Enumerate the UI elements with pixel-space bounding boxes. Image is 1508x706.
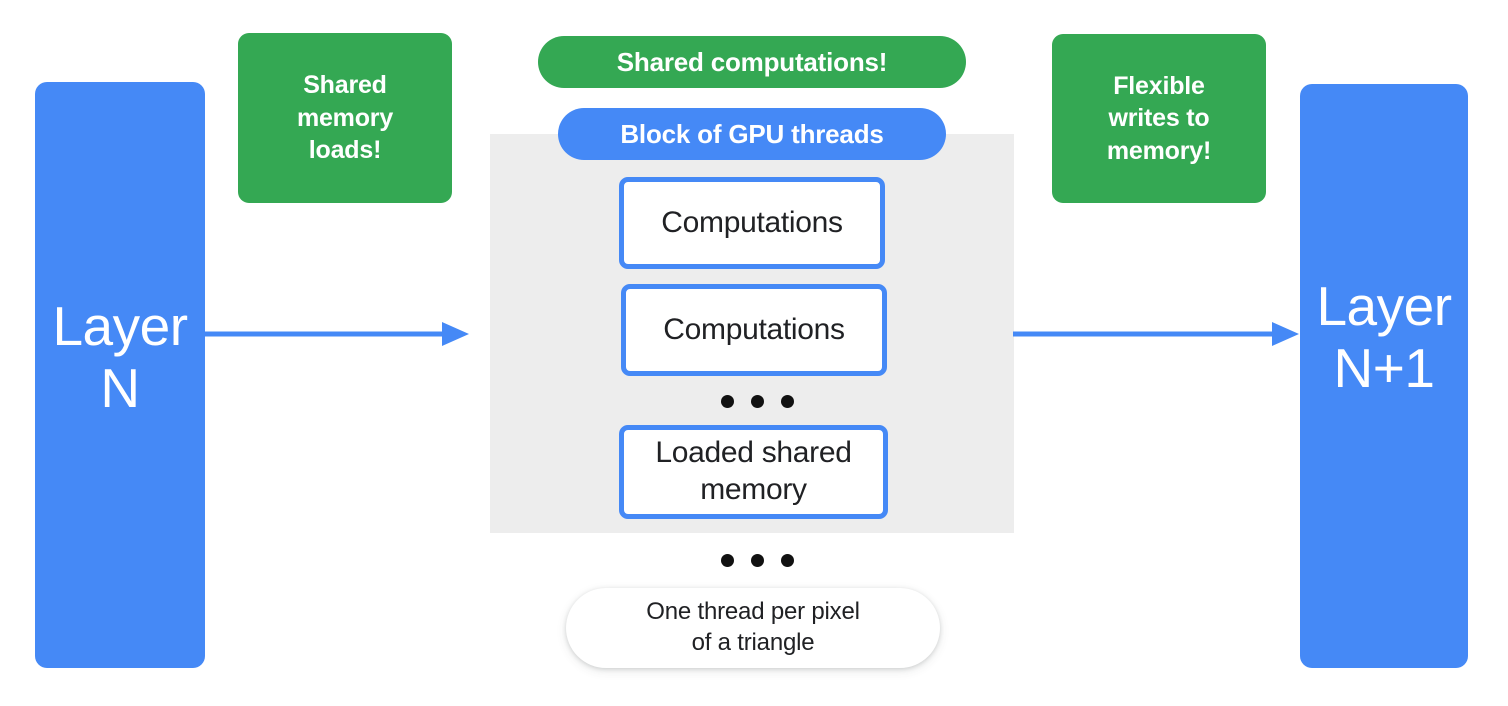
callout-shared-computations: Shared computations! [538, 36, 966, 88]
layer-n-block: Layer N [35, 82, 205, 668]
dot-icon [721, 554, 734, 567]
ellipsis-inner-icon [721, 395, 794, 408]
dot-icon [751, 395, 764, 408]
thread-box-computations-2: Computations [621, 284, 887, 376]
thread-box-computations-1: Computations [619, 177, 885, 269]
arrow-layer-n-to-block [204, 322, 469, 346]
dot-icon [751, 554, 764, 567]
footnote-one-thread-per-pixel: One thread per pixel of a triangle [566, 588, 940, 668]
block-of-gpu-threads-badge: Block of GPU threads [558, 108, 946, 160]
arrow-block-to-layer-n1 [1013, 322, 1299, 346]
ellipsis-outer-icon [721, 554, 794, 567]
layer-n-plus-1-block: Layer N+1 [1300, 84, 1468, 668]
thread-box-loaded-shared-memory: Loaded shared memory [619, 425, 888, 519]
callout-flexible-writes-to-memory: Flexible writes to memory! [1052, 34, 1266, 203]
dot-icon [721, 395, 734, 408]
dot-icon [781, 395, 794, 408]
callout-shared-memory-loads: Shared memory loads! [238, 33, 452, 203]
dot-icon [781, 554, 794, 567]
